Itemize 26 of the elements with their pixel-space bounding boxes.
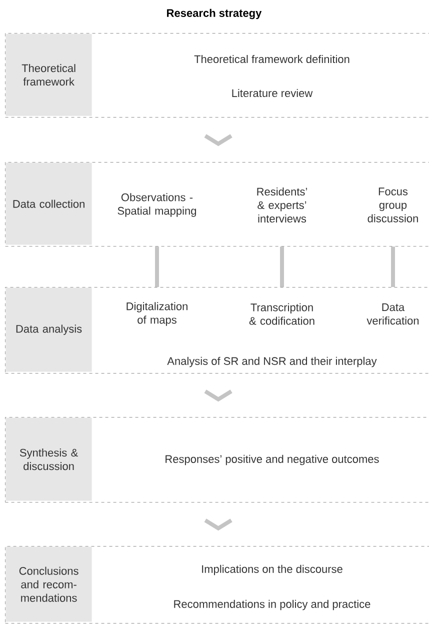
step-text: Responses’ positive and negative outcomes bbox=[166, 454, 379, 466]
step-text: Digitalization of maps bbox=[126, 302, 188, 326]
connector-bar bbox=[280, 246, 284, 287]
stage-label: Theoretical framework bbox=[6, 34, 92, 116]
stage-band bbox=[5, 417, 429, 503]
step-text: Transcription & codification bbox=[249, 303, 314, 325]
connector-bar bbox=[390, 246, 395, 287]
stage-band bbox=[5, 162, 429, 247]
step-text: Residents’ & experts’ interviews bbox=[257, 187, 307, 223]
connector-bar bbox=[155, 246, 159, 287]
stage-band bbox=[5, 33, 429, 118]
stage-band bbox=[5, 287, 429, 374]
step-text: Observations - Spatial mapping bbox=[118, 193, 196, 217]
step-text: Data verification bbox=[366, 303, 419, 325]
step-text: Focus group discussion bbox=[368, 188, 418, 222]
stage-label: Data collection bbox=[6, 162, 92, 245]
stage-band bbox=[5, 546, 429, 624]
title: Research strategy bbox=[167, 8, 262, 20]
step-text: Literature review bbox=[232, 88, 313, 98]
stage-label: Data analysis bbox=[6, 288, 92, 372]
step-text: Implications on the discourse bbox=[202, 564, 342, 576]
step-text: Recommendations in policy and practice bbox=[174, 600, 370, 610]
stage-label: Conclusions and recom- mendations bbox=[6, 546, 92, 622]
step-text: Theoretical framework definition bbox=[194, 54, 350, 64]
step-text: Analysis of SR and NSR and their interplay bbox=[167, 356, 377, 368]
stage-label: Synthesis & discussion bbox=[6, 418, 92, 501]
